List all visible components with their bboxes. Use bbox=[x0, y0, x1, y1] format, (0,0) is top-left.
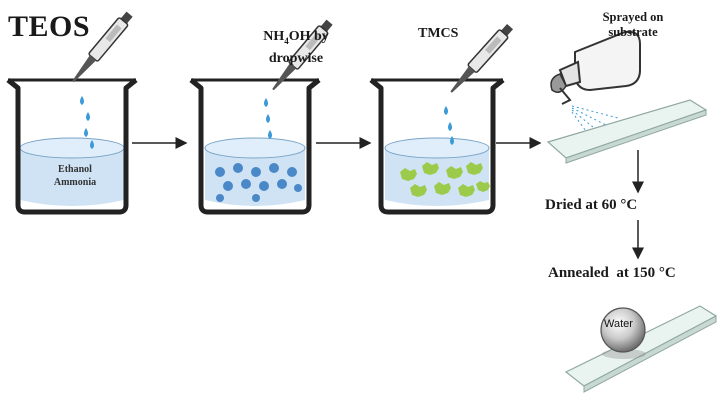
sprayed-line1: Sprayed on bbox=[602, 10, 664, 24]
pipette-icon bbox=[272, 19, 333, 91]
teos-label: TEOS bbox=[8, 10, 91, 43]
water-label: Water bbox=[604, 318, 633, 330]
modified-particles bbox=[400, 162, 490, 197]
pipette-icon bbox=[72, 11, 133, 83]
beaker-1 bbox=[6, 78, 138, 215]
dried-label: Dried at 60 °C bbox=[545, 197, 638, 213]
spray-bottle-icon bbox=[550, 30, 641, 105]
droplet-shadow bbox=[602, 349, 646, 359]
drops-1 bbox=[80, 96, 94, 149]
tmcs-label: TMCS bbox=[418, 26, 459, 41]
solvent-line1: Ethanol bbox=[58, 164, 92, 175]
nh4oh-formula-sub: 4 bbox=[284, 35, 289, 46]
drops-3 bbox=[444, 106, 454, 145]
drops-2 bbox=[264, 98, 272, 139]
sprayed-label: Sprayed on substrate bbox=[578, 10, 688, 40]
nh4oh-formula-b: OH by bbox=[288, 29, 329, 44]
silica-particles bbox=[215, 163, 302, 202]
beaker-2 bbox=[189, 78, 321, 215]
nh4oh-formula-a: NH bbox=[263, 29, 285, 44]
nh4oh-label: NH4OH by dropwise bbox=[236, 28, 356, 67]
pipette-icon bbox=[450, 23, 514, 93]
beaker-3 bbox=[369, 78, 505, 215]
substrate-2 bbox=[564, 305, 718, 393]
solvent-label: Ethanol Ammonia bbox=[40, 163, 110, 189]
solvent-line2: Ammonia bbox=[53, 177, 97, 188]
water-droplet-icon bbox=[600, 307, 646, 353]
substrate-1 bbox=[546, 99, 708, 164]
annealed-label: Annealed at 150 °C bbox=[548, 265, 676, 281]
nh4oh-line2: dropwise bbox=[268, 50, 324, 66]
sprayed-line2: substrate bbox=[608, 25, 658, 39]
